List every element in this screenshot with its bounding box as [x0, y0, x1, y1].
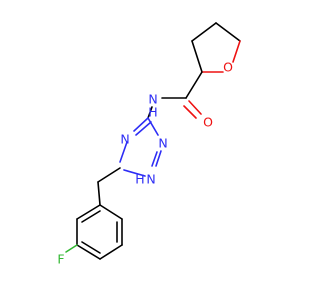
- bond-ar-4-inner: [81, 241, 101, 254]
- fluorine-label: F: [57, 252, 64, 267]
- bond-c4-c5: [215, 22, 241, 42]
- bond-ar-4: [76, 244, 101, 260]
- bond-ar-6: [76, 204, 101, 220]
- background: [0, 0, 300, 300]
- bond-c3-n4-double: [135, 121, 152, 136]
- bond-c2-carbonyl: [185, 71, 203, 99]
- bond-n-triazole: [147, 106, 153, 119]
- molecule-structure: O O N H N N N H F: [0, 0, 300, 300]
- bond-c5-ch2: [97, 167, 121, 183]
- bond-n2-n1-double: [155, 150, 162, 167]
- triazole-nitrogen-top-label: N: [120, 132, 129, 147]
- bond-n4-c5: [119, 141, 128, 163]
- amide-nitrogen-label: N: [148, 92, 157, 107]
- triazole-nh-nitrogen-label: N: [146, 172, 155, 187]
- bond-ch2-ring: [97, 181, 101, 206]
- bond-c3-n2: [147, 117, 159, 136]
- triazole-nh-hydrogen-label: H: [135, 172, 144, 187]
- bond-ar-6-inner: [81, 210, 101, 223]
- bond-carbonyl-o-a: [188, 100, 202, 115]
- bond-c3-n4: [133, 117, 149, 132]
- triazole-nitrogen-right-label: N: [158, 136, 167, 151]
- bond-c2-c3: [191, 40, 203, 73]
- tetrahydrofuran-ring: [191, 22, 241, 73]
- bond-c-f: [65, 244, 78, 253]
- bond-c3-c4: [191, 22, 217, 42]
- carbonyl-oxygen-label: O: [203, 115, 213, 130]
- bond-carbonyl-o-b: [183, 105, 197, 119]
- bond-n1-c5: [123, 169, 146, 177]
- amide-hydrogen-label: H: [148, 105, 157, 120]
- amide-group: [147, 71, 203, 119]
- bond-n2-n1: [151, 151, 158, 167]
- bond-ar-1: [99, 204, 123, 220]
- bond-ar-3: [99, 244, 123, 260]
- triazole-ring: [119, 117, 162, 177]
- fluorophenyl-ring: [65, 204, 123, 260]
- bond-c5-o: [232, 40, 241, 63]
- ring-oxygen-label: O: [223, 60, 233, 75]
